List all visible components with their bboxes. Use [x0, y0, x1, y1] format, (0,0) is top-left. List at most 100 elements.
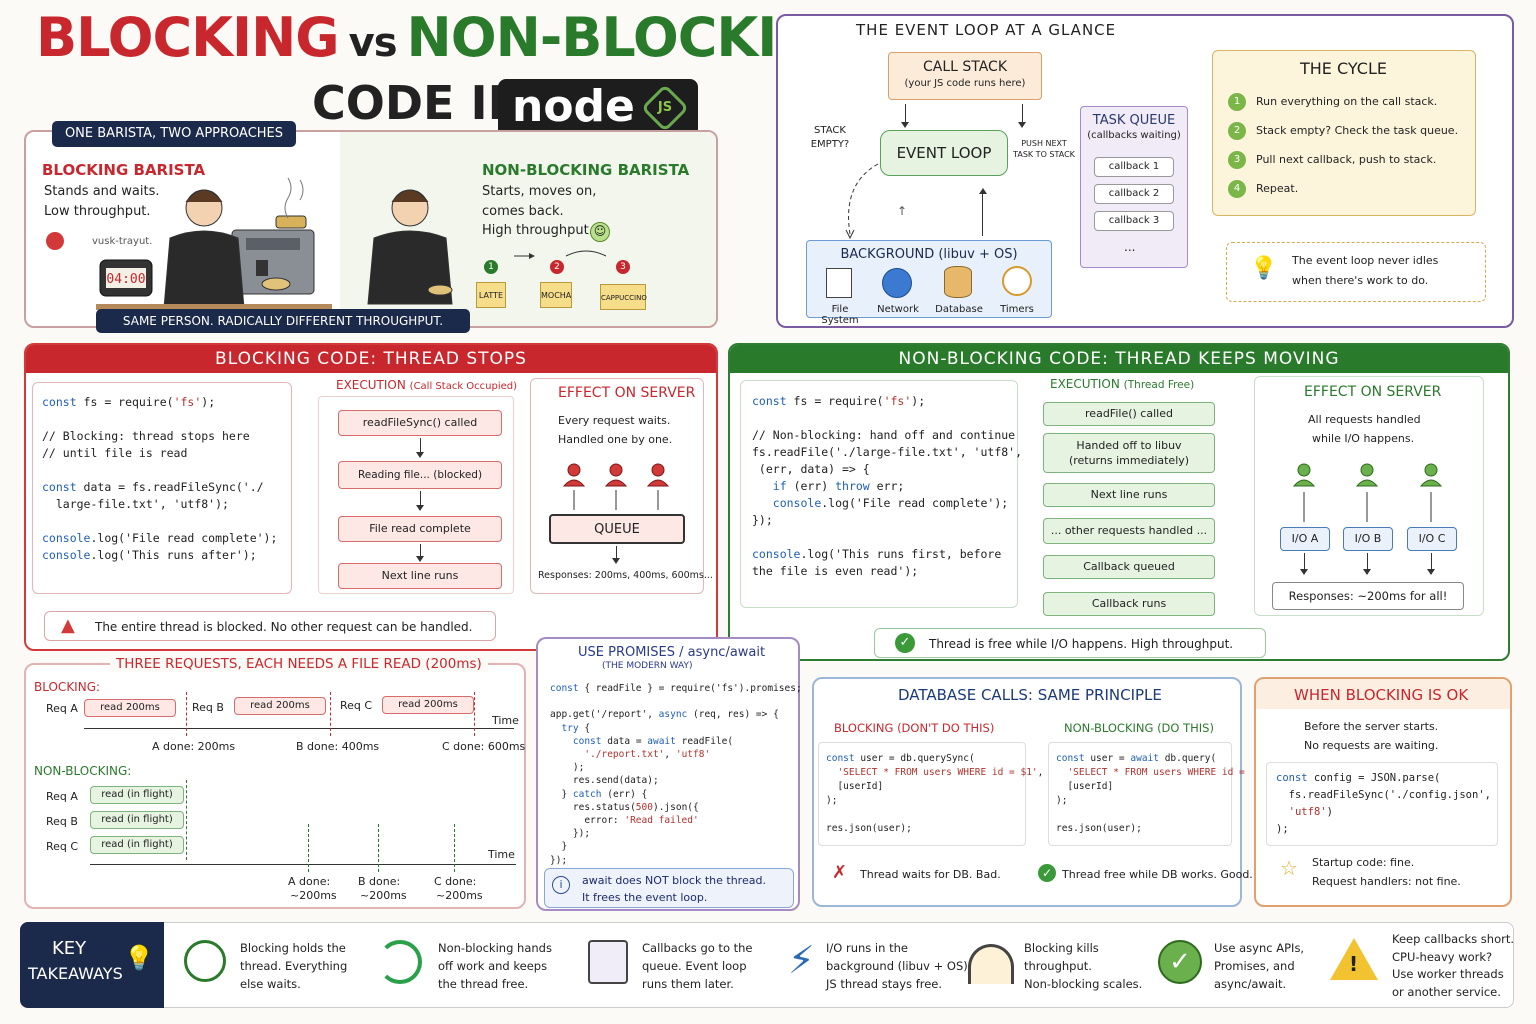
order-ticket-cappuccino: CAPPUCCINO: [600, 284, 647, 310]
done-label: C done: 600ms: [442, 740, 526, 753]
nonblocking-barista-title: NON-BLOCKING BARISTA: [482, 161, 690, 179]
database-icon: [944, 266, 972, 298]
promises-note: [544, 868, 794, 908]
cycle-num: 2: [1228, 122, 1246, 140]
stack-empty-label: STACK EMPTY?: [810, 125, 850, 150]
nb-done-value: ~200ms: [436, 889, 483, 902]
smiley-icon: ☺: [590, 222, 610, 242]
when-ok-line1: Before the server starts.: [1304, 720, 1439, 733]
blocking-scribble: vusk-trayut.: [92, 236, 153, 247]
req-label: Req A: [46, 790, 78, 803]
when-ok-foot2: Request handlers: not fine.: [1312, 875, 1461, 888]
io-box: I/O C: [1407, 527, 1457, 551]
io-box: I/O A: [1280, 527, 1330, 551]
barista-footer: SAME PERSON. RADICALLY DIFFERENT THROUGH…: [96, 309, 470, 333]
file-icon: [826, 268, 852, 298]
blocking-effect-line2: Handled one by one.: [558, 433, 673, 446]
done-marker: [454, 824, 455, 872]
nonblocking-step: ... other requests handled ...: [1043, 518, 1215, 544]
task-queue-label: TASK QUEUE: [1092, 113, 1176, 128]
cross-icon: ✗: [832, 862, 848, 883]
read-bar: read 200ms: [234, 697, 326, 715]
arrow-down: [416, 544, 424, 562]
order-ticket-mocha: MOCHA: [540, 282, 572, 308]
blocking-step: File read complete: [338, 516, 502, 542]
task-queue-sub: (callbacks waiting): [1087, 130, 1181, 141]
callback-item: callback 2: [1094, 184, 1174, 204]
timeline-title: THREE REQUESTS, EACH NEEDS A FILE READ (…: [110, 656, 488, 672]
cycle-num: 1: [1228, 93, 1246, 111]
blocking-step: Next line runs: [338, 563, 502, 589]
nonblocking-step: Callback queued: [1043, 555, 1215, 579]
blocking-code-editor: [32, 382, 292, 594]
arrow-up: [982, 190, 983, 236]
node-logo-text: node: [512, 81, 635, 132]
lightning-icon: ⚡: [788, 938, 815, 982]
idle-note-line1: The event loop never idles: [1292, 254, 1439, 267]
database-title: DATABASE CALLS: SAME PRINCIPLE: [898, 686, 1162, 704]
timeline-blocking-label: BLOCKING:: [34, 680, 101, 694]
arrow-down: [1018, 104, 1026, 128]
blocking-barista-illustration: 04:00: [96, 177, 332, 310]
db-nonblocking-code: const user = await db.query( 'SELECT * F…: [1056, 753, 1245, 834]
done-marker: [308, 824, 309, 872]
nonblocking-barista-illustration: [367, 189, 453, 305]
arrow-down: [901, 104, 909, 128]
req-label: Req B: [192, 701, 224, 714]
bg-timers: Timers: [1000, 304, 1034, 315]
order-num-3: 3: [616, 260, 630, 274]
nb-done-value: ~200ms: [360, 889, 407, 902]
takeaways-bar: [20, 922, 1514, 1008]
when-ok-header-bg: [1256, 679, 1510, 709]
blocking-step: readFileSync() called: [338, 410, 502, 436]
nonblocking-effect-box: [1254, 376, 1484, 616]
done-label: B done: 400ms: [296, 740, 380, 753]
blocking-barista-title: BLOCKING BARISTA: [42, 161, 206, 179]
blocking-barista-line2: Low throughput.: [44, 204, 151, 219]
promises-code-snippet: const { readFile } = require('fs').promi…: [550, 683, 802, 866]
nonblocking-effect-line1: All requests handled: [1308, 413, 1421, 426]
cycle-num: 4: [1228, 180, 1246, 198]
nonblocking-effect-line2: while I/O happens.: [1312, 432, 1415, 445]
nonblocking-exec-title: EXECUTION (Thread Free): [1050, 377, 1195, 391]
arrow-down: [416, 438, 424, 458]
promises-title: USE PROMISES / async/await: [578, 645, 766, 660]
blocking-effect-line1: Every request waits.: [558, 414, 671, 427]
nonblocking-step: readFile() called: [1043, 402, 1215, 426]
takeaway-7: Keep callbacks short.CPU-heavy work?Use …: [1392, 932, 1515, 999]
nonblocking-step-handoff: Handed off to libuv(returns immediately): [1043, 433, 1215, 473]
nonblocking-barista-line1: Starts, moves on,: [482, 184, 597, 199]
arrow-down: [1300, 553, 1308, 575]
blocking-exec-frame: [318, 396, 514, 594]
check-circle-icon: ✓: [895, 633, 915, 653]
blocking-barista-line1: Stands and waits.: [44, 184, 160, 199]
nonblocking-responses: Responses: ~200ms for all!: [1272, 582, 1464, 610]
req-label: Req C: [340, 699, 373, 712]
bg-network: Network: [877, 304, 919, 315]
done-marker: [330, 692, 331, 736]
barista-tag: ONE BARISTA, TWO APPROACHES: [52, 121, 296, 147]
cycle-title: THE CYCLE: [1300, 59, 1387, 78]
db-nonblocking-editor: [1048, 742, 1232, 846]
order-num-1: 1: [484, 260, 498, 274]
read-bar: read 200ms: [84, 699, 176, 717]
call-stack-box: CALL STACK (your JS code runs here): [888, 52, 1042, 100]
takeaways-title-2: TAKEAWAYS: [28, 964, 123, 983]
when-ok-foot1: Startup code: fine.: [1312, 856, 1415, 869]
nb-done-value: ~200ms: [290, 889, 337, 902]
warning-icon: [1330, 938, 1378, 980]
cycle-step: Stack empty? Check the task queue.: [1256, 124, 1459, 137]
time-label: Time: [492, 714, 519, 727]
done-marker: [186, 692, 187, 736]
promises-note-line2: It frees the event loop.: [582, 891, 708, 904]
cycle-step: Run everything on the call stack.: [1256, 95, 1438, 108]
req-label: Req C: [46, 840, 79, 853]
nb-done-label: B done:: [358, 875, 401, 888]
takeaways-label-bg: [20, 922, 164, 1008]
db-blocking-code: const user = db.querySync( 'SELECT * FRO…: [826, 753, 1044, 834]
inflight-bar: read (in flight): [90, 786, 184, 804]
warning-icon: ▲: [61, 615, 75, 636]
